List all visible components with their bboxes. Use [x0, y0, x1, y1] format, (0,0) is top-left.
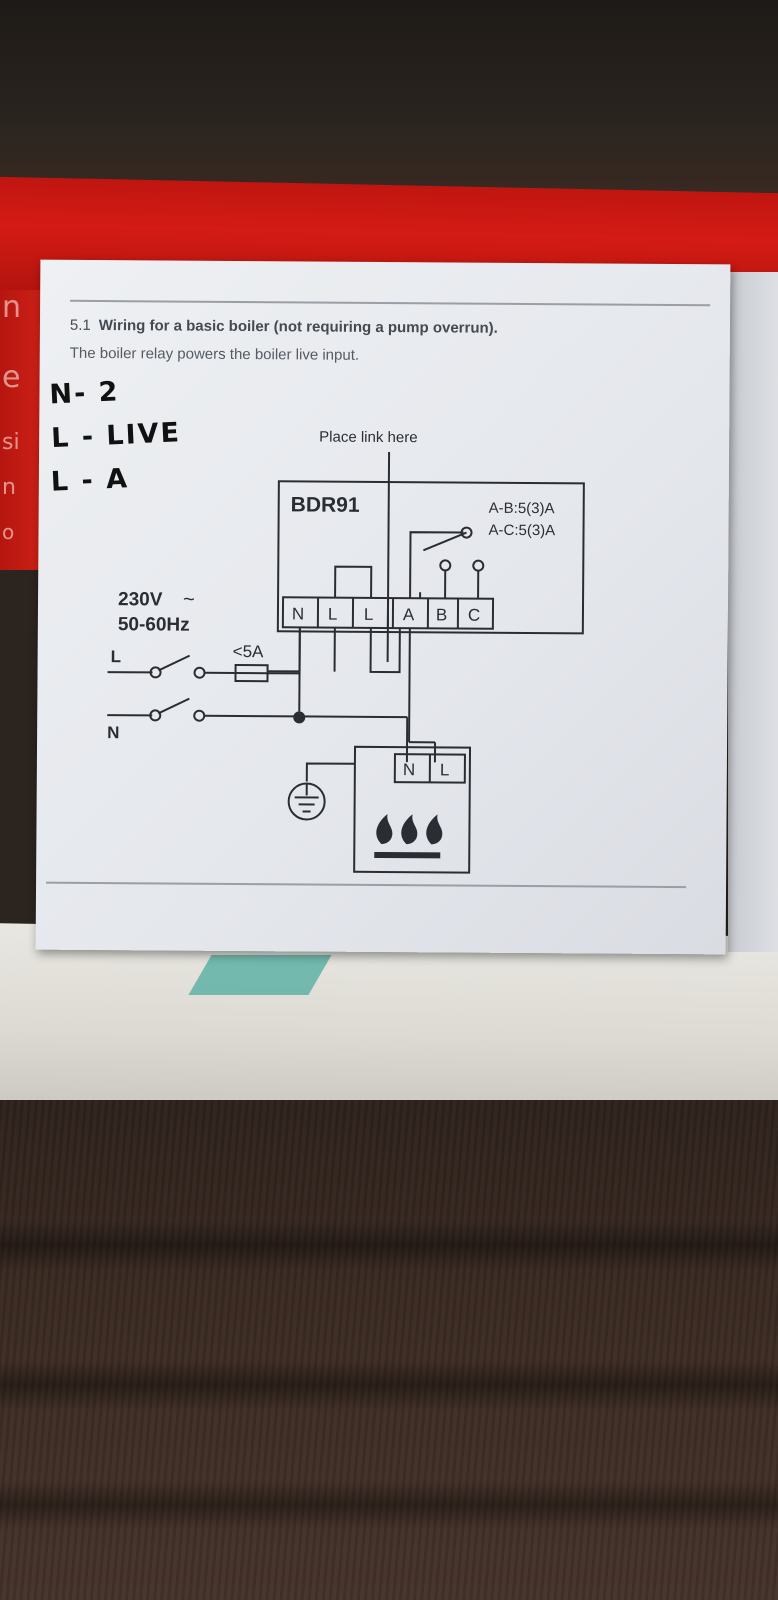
relay-box [276, 480, 585, 635]
relay-common-wire [409, 531, 464, 599]
spine-letter: o [2, 520, 15, 544]
internal-link [334, 565, 373, 598]
boiler-terminal: L [440, 760, 450, 779]
link-pointer [386, 452, 391, 663]
red-book-spine: n e si n o [0, 290, 45, 570]
teal-print-mark [188, 955, 332, 995]
relay-terminal: N [292, 604, 304, 623]
supply-frequency: 50-60Hz [118, 614, 190, 636]
relay-terminal: B [436, 605, 447, 624]
fabric-fold [0, 1220, 778, 1270]
fabric-fold [0, 1360, 778, 1410]
neutral-label: N [107, 723, 119, 742]
relay-terminal: L [328, 605, 338, 624]
relay-terminal: C [468, 606, 480, 625]
supply-voltage: 230V [118, 589, 163, 610]
earth-wire [305, 762, 355, 782]
flame-icon [374, 814, 443, 859]
fabric-fold [0, 1480, 778, 1530]
relay-terminal: L [364, 605, 374, 624]
link-label: Place link here [319, 429, 418, 447]
fuse-rating: <5A [233, 642, 265, 661]
dark-background [0, 0, 778, 200]
external-link [369, 627, 401, 674]
relay-terminal: A [403, 605, 415, 624]
boiler-terminal: N [403, 760, 415, 779]
spine-letter: e [2, 360, 21, 395]
rating-ac: A-C:5(3)A [488, 522, 555, 539]
ac-symbol-icon: ~ [183, 589, 195, 611]
fabric-surface [0, 1100, 778, 1600]
relay-name: BDR91 [291, 493, 360, 516]
line-label: L [111, 647, 122, 666]
spine-letter: n [2, 290, 22, 325]
spine-letter: si [2, 430, 20, 455]
boiler-box [353, 745, 472, 874]
spine-letter: n [2, 475, 16, 500]
facing-page [728, 272, 778, 952]
rating-ab: A-B:5(3)A [489, 500, 555, 517]
wiring-diagram: Place link here BDR91 A-B:5(3)A A-C:5(3)… [107, 429, 585, 874]
